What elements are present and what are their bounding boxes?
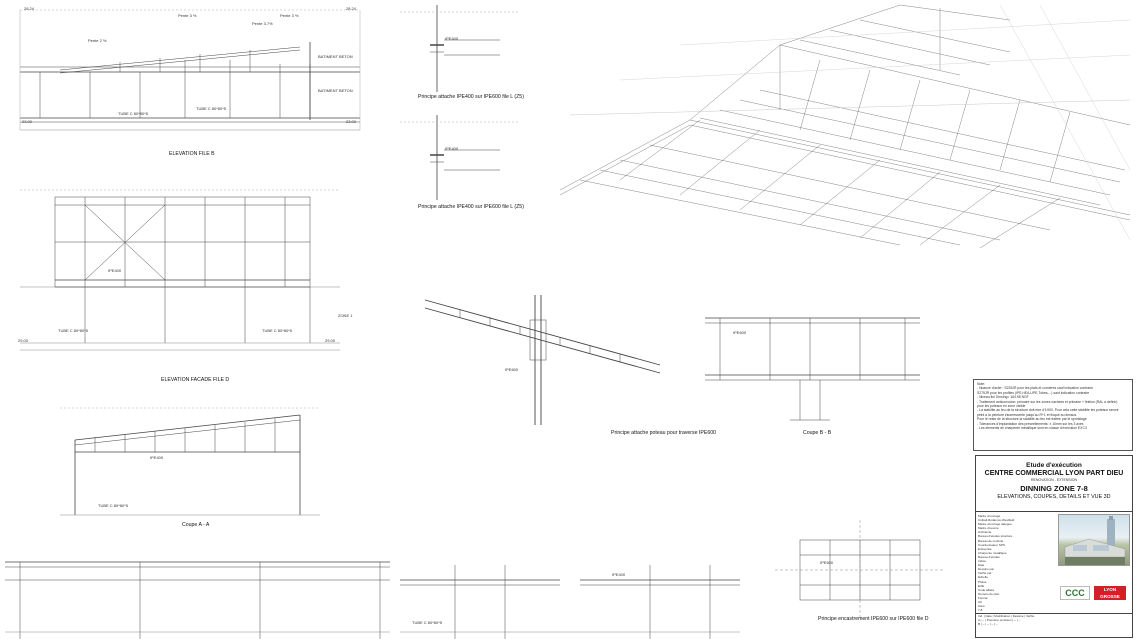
drawing-caption: Principe attache IPE400 sur IPE600 file … bbox=[418, 94, 524, 100]
list-item: Maitre d'oeuvre bbox=[978, 526, 999, 531]
list-item: Architecte bbox=[978, 530, 992, 535]
member-label: IPE600 bbox=[733, 330, 747, 335]
drawing-caption: ELEVATION FACADE FILE D bbox=[161, 377, 230, 383]
building-label: BATIMENT BETON bbox=[318, 54, 353, 59]
project-name: CENTRE COMMERCIAL LYON PART DIEU bbox=[984, 470, 1124, 477]
drawing-caption: ELEVATION FILE B bbox=[169, 151, 215, 157]
building-render-icon bbox=[1064, 516, 1126, 565]
project-render-image bbox=[1058, 514, 1130, 566]
member-label: TUBE C 80*80*5 bbox=[196, 106, 227, 111]
member-label: TUBE C 80*80*5 bbox=[262, 328, 293, 333]
list-item: Maitre d'ouvrage delegue bbox=[978, 522, 1012, 527]
slope-label: Pente 2 % bbox=[88, 38, 107, 43]
level-marker: 23.00 bbox=[22, 119, 33, 124]
list-item: Verifie par bbox=[978, 571, 992, 576]
member-label: IPE400 bbox=[445, 36, 459, 41]
note-line: - Nuance d'acier : S235JR pour les plats… bbox=[977, 386, 1093, 391]
member-label: IPE400 bbox=[612, 572, 626, 577]
drawing-caption: Coupe B - B bbox=[803, 430, 832, 436]
drawing-caption: Principe attache poteau pour traverse IP… bbox=[611, 430, 716, 436]
level-marker: 28.24 bbox=[346, 6, 357, 11]
sheet-content: ELEVATIONS, COUPES, DETAILS ET VUE 3D bbox=[997, 494, 1111, 500]
note-line: - Traitement anticorrosion: primaire sur… bbox=[977, 399, 1118, 404]
list-item: Format bbox=[978, 595, 988, 600]
drawing-caption: Principe attache IPE400 sur IPE600 file … bbox=[418, 204, 524, 210]
note-line: - La stabilite au feu de la structure do… bbox=[977, 408, 1119, 413]
title-block: Etude d'exécution CENTRE COMMERCIAL LYON… bbox=[975, 455, 1133, 638]
note-line: - Tolerances d'implantation des preseell… bbox=[977, 421, 1084, 426]
list-item: Phase bbox=[978, 579, 987, 584]
building-label: BATIMENT BETON bbox=[318, 88, 353, 93]
project-subtitle: RENOVATION - EXTENSION bbox=[1031, 478, 1077, 482]
note-line: - Niveau fini Dinning= 164.98 NGF bbox=[977, 395, 1029, 400]
member-label: IPE600 bbox=[820, 560, 834, 565]
general-notes: Note: - Nuance d'acier : S235JR pour les… bbox=[973, 379, 1133, 451]
ccc-logo: CCC bbox=[1060, 586, 1090, 600]
list-item: EXE bbox=[978, 583, 985, 588]
list-item: Dessine par bbox=[978, 567, 995, 572]
level-marker: 28.24 bbox=[24, 6, 35, 11]
logo-line: LYON bbox=[1103, 587, 1117, 592]
study-type: Etude d'exécution bbox=[1026, 462, 1082, 469]
stakeholder-list: Maitre d'ouvrage Unibail-Rodamco-Westfie… bbox=[978, 514, 1050, 612]
member-label: TUBE C 80*80*5 bbox=[118, 111, 149, 116]
list-item: Bureau d'etudes bbox=[978, 554, 1000, 559]
revision-row: A | -- | Premiere emission | -- | -- bbox=[978, 618, 1021, 622]
list-item: Bureau de controle bbox=[978, 538, 1004, 543]
note-line: pour les poteaux en zone visible bbox=[977, 404, 1026, 409]
drawing-caption: Coupe A - A bbox=[182, 522, 210, 528]
member-label: IPE400 bbox=[108, 268, 122, 273]
lyon-grosse-logo: LYON GROSSE bbox=[1094, 586, 1126, 600]
note-line: S275JR pour les profiles (IPE,HEA,UPE,Tu… bbox=[977, 390, 1090, 395]
member-label: IPE400 bbox=[150, 455, 164, 460]
level-marker: 29.00 bbox=[325, 338, 336, 343]
zone-label: ZONE 1 bbox=[338, 313, 353, 318]
member-label: TUBE C 80*80*5 bbox=[58, 328, 89, 333]
company-logos: CCC LYON GROSSE bbox=[1058, 584, 1130, 604]
level-marker: 29.00 bbox=[18, 338, 29, 343]
list-item: Code affaire bbox=[978, 587, 995, 592]
slope-label: Pente 3.7% bbox=[252, 21, 273, 26]
logo-line: GROSSE bbox=[1100, 593, 1120, 599]
list-item: Unibail-Rodamco-Westfield bbox=[978, 518, 1015, 523]
list-item: Indice bbox=[978, 559, 987, 564]
drawing-caption: Principe encastrement IPE600 sur IPE600 … bbox=[818, 616, 929, 622]
slope-label: Pente 3 % bbox=[280, 13, 299, 18]
list-item: A0 bbox=[978, 599, 982, 604]
list-item: Maitre d'ouvrage bbox=[978, 514, 1001, 518]
note-line: peint a la peinture intumescente jusqu'a… bbox=[977, 412, 1078, 417]
revision-table: Ind. | Date | Modification | Dessine | V… bbox=[976, 613, 1132, 638]
list-item: Zone bbox=[978, 604, 985, 609]
slope-label: Pente 3 % bbox=[178, 13, 197, 18]
level-marker: 23.00 bbox=[346, 119, 357, 124]
note-line: Pour le reste de la structure la stabili… bbox=[977, 417, 1087, 422]
note-line: - Les elements de charpente metallique s… bbox=[977, 426, 1087, 431]
list-item: Numero de plan bbox=[978, 591, 1000, 596]
member-label: IPE600 bbox=[505, 367, 519, 372]
member-label: TUBE C 80*80*5 bbox=[412, 620, 443, 625]
list-item: Date bbox=[978, 563, 985, 568]
title-block-header: Etude d'exécution CENTRE COMMERCIAL LYON… bbox=[976, 456, 1132, 512]
list-item: Bureau d'etudes structure bbox=[978, 534, 1013, 539]
revision-row: Ind. | Date | Modification | Dessine | V… bbox=[978, 614, 1035, 618]
note-line: Note: bbox=[977, 382, 986, 386]
list-item: 7-8 bbox=[978, 608, 983, 613]
member-label: TUBE C 80*80*5 bbox=[98, 503, 129, 508]
list-item: Coordonnateur SPS bbox=[978, 542, 1005, 547]
list-item: Echelle bbox=[978, 575, 988, 580]
list-item: Entreprise bbox=[978, 546, 992, 551]
member-label: IPE400 bbox=[445, 146, 459, 151]
zone-title: DINNING ZONE 7-8 bbox=[1020, 484, 1088, 493]
list-item: Charpente metallique bbox=[978, 550, 1007, 555]
revision-row: B | -- | -- | -- | -- bbox=[978, 622, 998, 626]
